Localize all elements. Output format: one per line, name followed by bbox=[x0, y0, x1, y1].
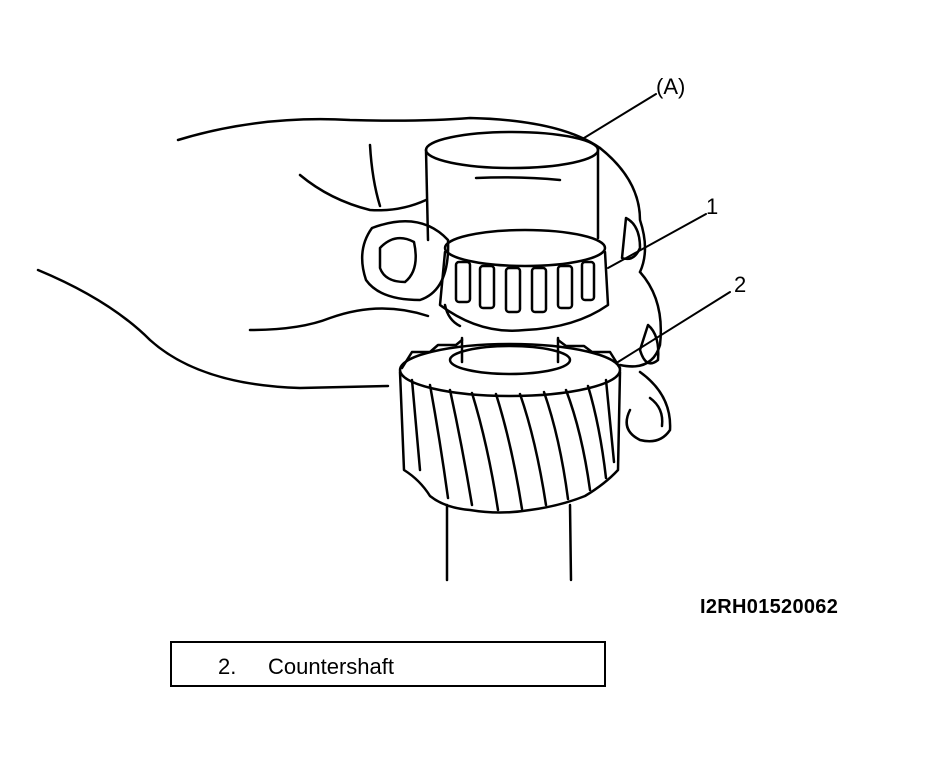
bearing bbox=[438, 228, 610, 332]
countershaft bbox=[445, 503, 573, 582]
legend-number: 2. bbox=[218, 654, 237, 679]
special-tool-a bbox=[424, 130, 600, 242]
leader-lines bbox=[583, 93, 731, 363]
legend-box: 2. Countershaft bbox=[170, 641, 606, 687]
legend-text: Countershaft bbox=[268, 654, 394, 679]
figure-id: I2RH01520062 bbox=[700, 596, 839, 618]
callout-label-1: 1 bbox=[706, 194, 719, 219]
callout-label-2: 2 bbox=[734, 272, 747, 297]
callout-label-a: (A) bbox=[656, 74, 686, 99]
hand bbox=[36, 116, 672, 443]
helical-gear bbox=[398, 336, 622, 514]
